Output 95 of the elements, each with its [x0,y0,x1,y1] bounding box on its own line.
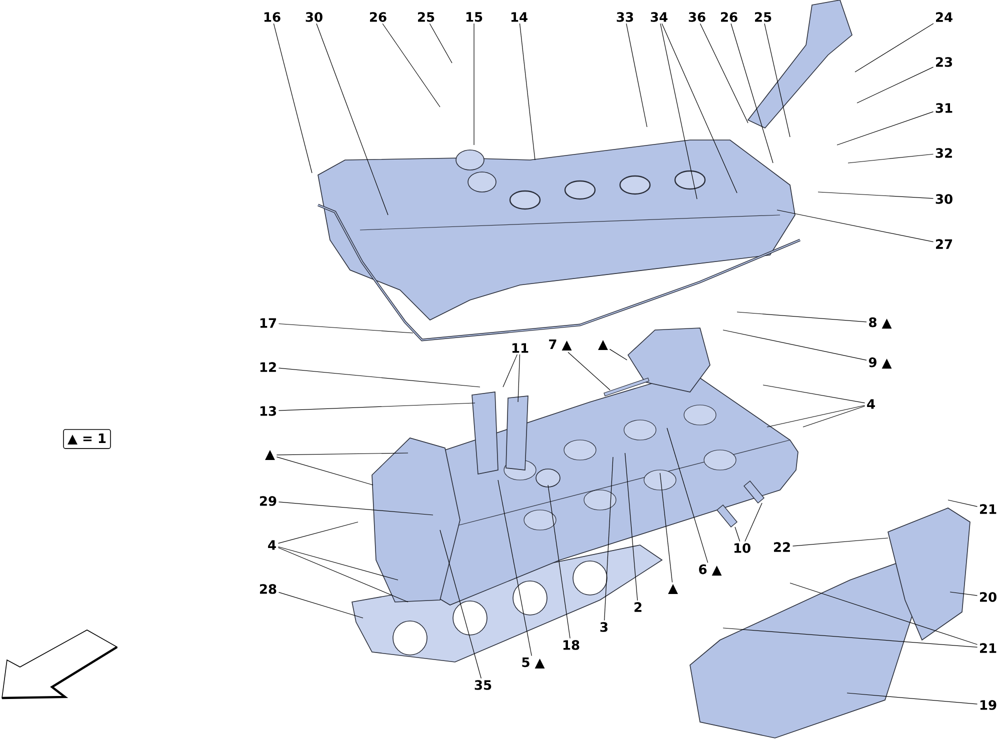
leader-line [854,23,934,72]
leader-line [273,23,312,174]
callout-number: 9 ▲ [868,357,892,369]
leader-line [604,456,614,621]
callout-number: 19 [980,700,996,710]
leader-line [766,405,866,428]
leader-line [609,348,628,360]
callout-number: 8 ▲ [869,317,892,329]
callout-number: 36 [688,12,706,22]
callout-number: 27 [936,239,952,249]
leader-line [316,23,388,216]
callout-number: 17 [260,318,276,328]
leader-line [660,23,698,200]
leader-line [790,582,978,645]
leader-line [836,111,934,146]
callout-number: 34 [650,12,668,22]
leader-line [662,23,738,194]
callout-number: 31 [936,103,952,113]
leader-line [276,452,408,456]
leader-line [764,23,790,138]
leader-line [846,692,978,704]
callout-number: 18 [563,640,580,650]
leader-line [498,480,532,656]
leader-line [730,23,774,164]
callout-number: 22 [774,542,790,552]
leader-line [660,472,673,583]
leader-line [278,592,364,618]
leader-line [278,546,398,580]
callout-number: 14 [511,12,528,22]
callout-number: 13 [260,406,276,416]
callout-number: 2 [634,602,642,612]
callout-number: 30 [306,12,322,22]
callout-number: 20 [980,592,996,602]
leader-line [519,23,536,160]
leader-line [666,428,708,563]
leader-line [722,628,978,648]
callout-number: 6 ▲ [699,564,722,576]
callout-number: 33 [616,12,634,22]
leader-line [802,406,866,428]
leader-line [278,547,408,602]
leader-line [950,592,978,596]
leader-line [278,522,358,544]
callout-number: 10 [734,543,750,553]
leader-line [700,23,748,124]
leader-line [734,526,740,542]
callout-number: 30 [936,194,952,204]
leader-line [278,502,434,516]
leader-line [762,384,866,404]
callout-number: 21 [980,504,996,514]
callout-number: 15 [466,12,482,22]
leader-line [568,352,610,390]
callout-number: 32 [936,148,952,158]
leader-line [848,154,934,164]
leader-line [518,354,520,402]
callout-number: 35 [474,680,492,690]
leader-line [856,66,934,104]
leader-line [744,502,762,542]
callout-number: 12 [260,362,276,372]
callout-number: 24 [936,12,952,22]
leader-line [278,323,414,334]
leader-line [624,452,638,601]
leader-line [502,354,518,388]
leader-line [948,500,978,507]
leader-line [626,23,648,128]
leader-line [776,210,934,242]
callout-number: 26 [370,12,386,22]
leader-line [736,312,867,322]
callout-number: 7 ▲ [549,339,572,351]
callout-number: ▲ [265,450,275,460]
leader-line [429,23,452,64]
leader-line [818,192,934,199]
leader-line [382,23,440,108]
callout-number: 11 [512,343,528,353]
callout-number: 26 [721,12,738,22]
leader-line [278,368,480,388]
leader-line [548,484,570,639]
callout-number: 25 [418,12,434,22]
callout-number: ▲ [598,340,608,350]
callout-number: 29 [260,496,276,506]
leader-line [276,456,374,486]
callout-number: 16 [264,12,280,22]
callout-number: 3 [600,622,608,632]
leader-line [722,330,867,360]
callout-number: 21 [980,643,996,653]
callout-number: 4 [268,540,276,550]
leader-line [278,402,476,411]
leader-line [440,530,482,679]
callout-number: ▲ [668,584,678,594]
callout-number: 5 ▲ [522,657,545,669]
callout-number: 25 [755,12,772,22]
callout-number: 4 [867,399,875,409]
callout-number: 23 [936,57,952,67]
callout-number: 28 [260,584,276,594]
legend-box: ▲ = 1 [63,429,111,449]
leader-line [792,538,888,546]
